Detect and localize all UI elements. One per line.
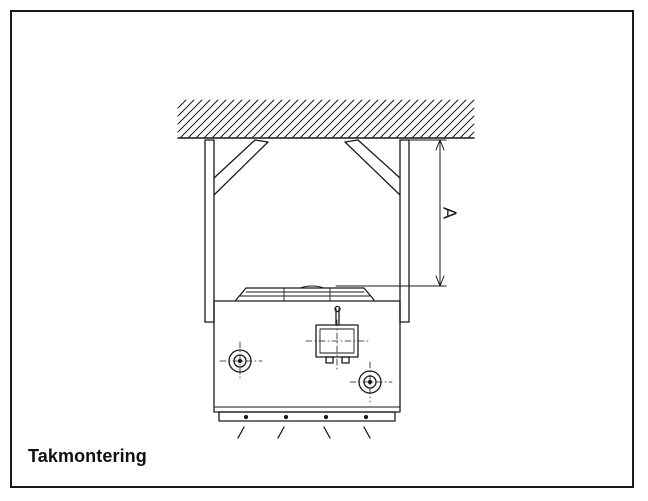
hatch-line: [427, 99, 467, 139]
hatch-line: [315, 99, 355, 139]
hatch-line: [419, 99, 459, 139]
hatch-line: [243, 99, 283, 139]
hatch-line: [235, 99, 275, 139]
junction-box: [305, 305, 369, 373]
hatch-line: [219, 99, 259, 139]
hatch-line: [339, 99, 379, 139]
hatch-line: [275, 99, 315, 139]
hatch-line: [177, 99, 195, 117]
hatch-line: [307, 99, 347, 139]
hatch-line: [195, 99, 235, 139]
hatch-line: [379, 99, 419, 139]
hatch-line: [331, 99, 371, 139]
hatch-line: [259, 99, 299, 139]
hatch-line: [251, 99, 291, 139]
hatch-line: [299, 99, 339, 139]
hatch-line: [347, 99, 387, 139]
hatch-line: [443, 107, 475, 139]
pipe-connection-left: [219, 341, 263, 381]
dimension-label-a: A: [439, 207, 459, 219]
hatch-line: [177, 99, 211, 133]
hatch-line: [363, 99, 403, 139]
hatch-line: [387, 99, 427, 139]
ceiling-hatch: [177, 99, 475, 139]
hatch-line: [291, 99, 331, 139]
hatch-line: [411, 99, 451, 139]
hatch-line: [323, 99, 363, 139]
hatch-line: [283, 99, 323, 139]
fan-top: [235, 285, 375, 301]
hatch-line: [177, 99, 187, 109]
hatch-line: [371, 99, 411, 139]
hatch-line: [395, 99, 435, 139]
hatch-line: [187, 99, 227, 139]
figure-frame: [10, 10, 634, 488]
pipe-connection-right: [349, 361, 393, 403]
figure-caption: Takmontering: [28, 446, 147, 466]
heater-body: [213, 300, 401, 422]
hatch-line: [179, 99, 219, 139]
air-outlet-louvres: [237, 414, 371, 439]
hatch-line: [435, 99, 475, 139]
hatch-line: [267, 99, 307, 139]
hatch-line: [211, 99, 251, 139]
hatch-line: [227, 99, 267, 139]
mounting-bracket: [204, 139, 410, 323]
hatch-line: [177, 99, 203, 125]
dimension-a: [335, 139, 447, 287]
hatch-line: [403, 99, 443, 139]
hatch-line: [451, 115, 475, 139]
hatch-line: [459, 123, 475, 139]
hatch-line: [203, 99, 243, 139]
hatch-line: [467, 131, 475, 139]
hatch-line: [355, 99, 395, 139]
